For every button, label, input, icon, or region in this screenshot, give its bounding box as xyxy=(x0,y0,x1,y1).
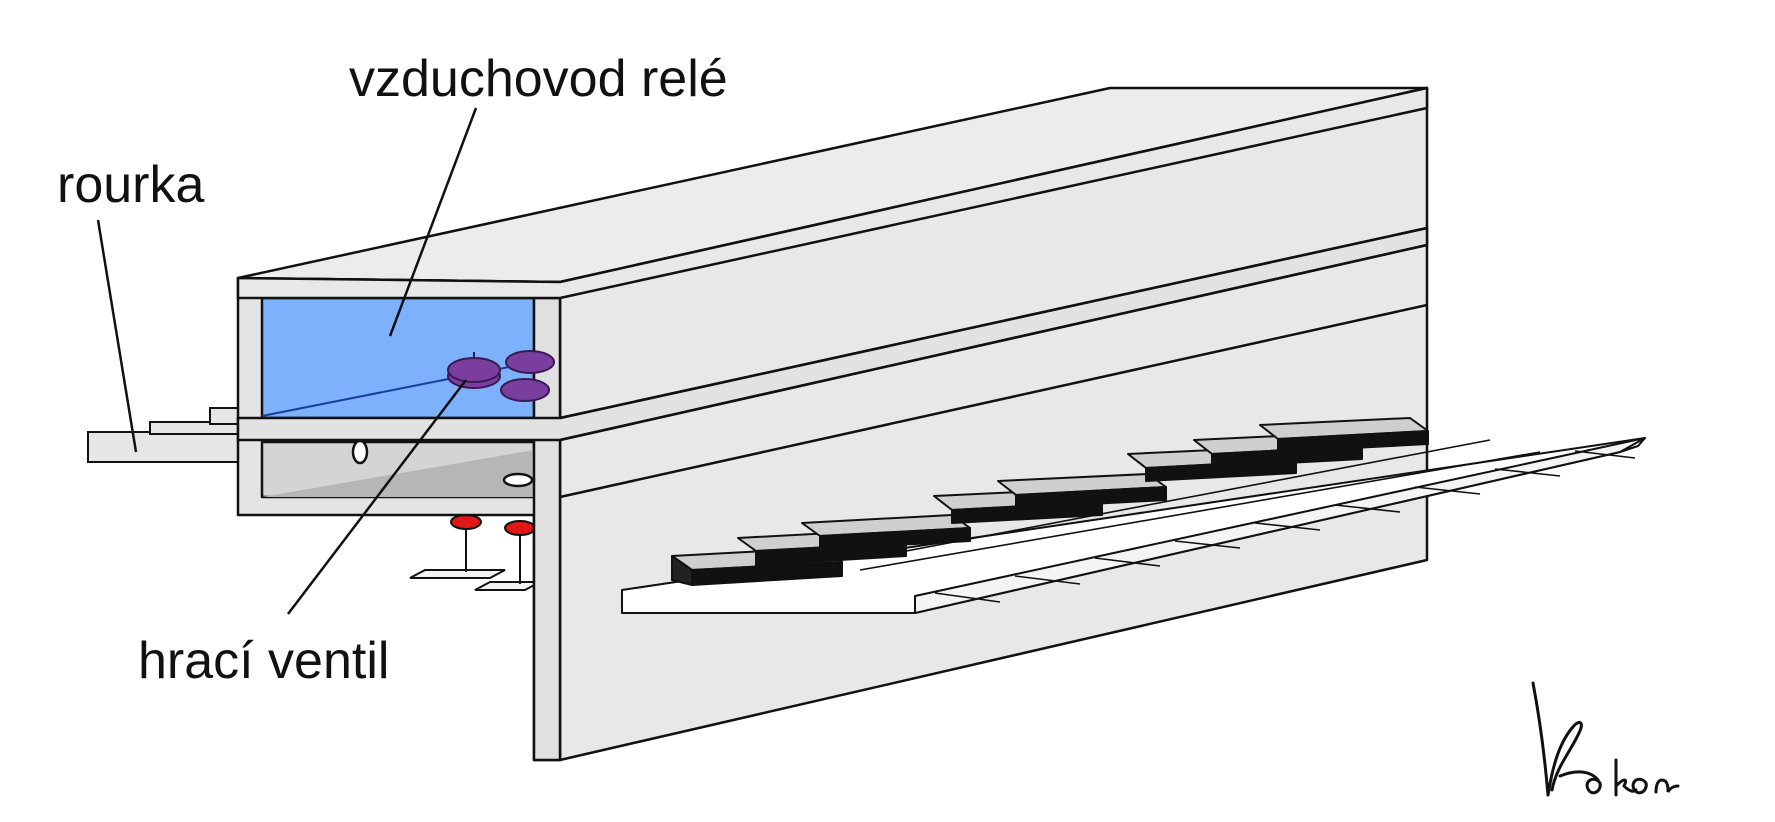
air-duct-leader xyxy=(388,107,478,337)
tube-hole xyxy=(351,439,369,465)
front-post xyxy=(532,296,562,762)
tube-leader xyxy=(96,219,138,453)
pallet-1 xyxy=(450,514,482,530)
side-line-1 xyxy=(559,226,1428,420)
valves xyxy=(447,350,555,402)
label-play-valve: hrací ventil xyxy=(138,632,389,690)
side-line-2 xyxy=(559,243,1428,442)
leader-lines xyxy=(96,107,478,615)
pallet-hole xyxy=(502,472,534,488)
pallet-assembly xyxy=(409,514,541,591)
top-strip xyxy=(236,86,1429,300)
side-line-3 xyxy=(559,303,1428,499)
tube-lower-segment xyxy=(87,431,239,463)
tube xyxy=(87,407,243,463)
signature xyxy=(1531,681,1680,797)
valve-disc-1 xyxy=(505,350,555,374)
black-keys xyxy=(671,417,1429,586)
label-air-duct: vzduchovod relé xyxy=(349,50,728,108)
keyboard xyxy=(621,437,1646,614)
black-key xyxy=(801,514,971,550)
lower-chamber-shade xyxy=(262,450,534,497)
play-valve-leader xyxy=(287,379,467,615)
pallet-plate-1 xyxy=(409,569,506,579)
label-tube: rourka xyxy=(57,156,204,214)
black-key xyxy=(997,473,1167,509)
valve-disc-main-top xyxy=(447,357,501,383)
black-key xyxy=(1259,417,1429,453)
white-key-dividers xyxy=(859,439,1636,603)
wind-chest-body xyxy=(236,86,1429,762)
pallet-2 xyxy=(504,520,536,536)
valve-disc-2 xyxy=(500,378,550,402)
pallet-plate-2 xyxy=(474,581,541,591)
